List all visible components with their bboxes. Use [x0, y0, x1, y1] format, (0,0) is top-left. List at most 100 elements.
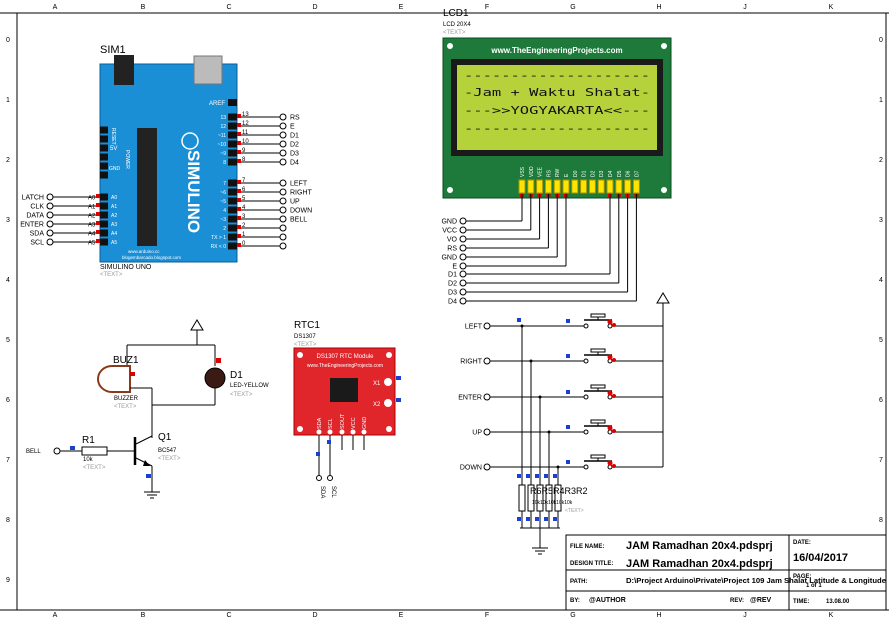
time-value: 13.08.00 — [826, 599, 850, 605]
aref-label: AREF — [209, 101, 225, 107]
net-label: E — [452, 264, 457, 271]
path-label: PATH: — [570, 579, 587, 585]
rev-label: REV: — [730, 598, 744, 604]
digital-pin — [228, 179, 237, 187]
power-label: POWER — [124, 150, 130, 169]
buzzer-icon[interactable] — [97, 365, 131, 393]
net-terminal — [483, 322, 491, 330]
r1-value: 10k — [83, 457, 94, 463]
arduino-chip — [137, 128, 157, 246]
pin-number: 12 — [242, 121, 249, 127]
button-net-label: UP — [472, 430, 482, 437]
net-terminal — [279, 206, 287, 214]
net-label: D2 — [290, 142, 299, 149]
analog-pin — [100, 202, 108, 210]
analog-pin — [100, 220, 108, 228]
time-label: TIME: — [793, 599, 809, 605]
net-terminal — [279, 131, 287, 139]
reset-label: RESET — [110, 128, 116, 145]
rtc-module[interactable]: RTC1 DS1307 <TEXT> DS1307 RTC Module www… — [293, 320, 401, 498]
lcd-pin-label: D6 — [626, 170, 632, 177]
pulldown-resistors — [517, 318, 562, 528]
digital-pin — [228, 131, 237, 139]
column-label: K — [829, 612, 834, 619]
arduino-board[interactable]: SIM1 SIMULINO AREF RESET 5V GND POWER ww… — [99, 44, 238, 278]
digital-pin — [228, 188, 237, 196]
pulldown-text: <TEXT> — [565, 508, 584, 514]
analog-pin-number: A5 — [88, 241, 96, 247]
buzzer-ref: BUZ1 — [113, 355, 139, 366]
lcd-pin — [588, 179, 596, 194]
arduino-footer1: www.arduino.cc — [128, 249, 160, 254]
button-net-label: ENTER — [458, 395, 482, 402]
lcd-pin — [553, 179, 561, 194]
rtc-pin-label: GND — [362, 417, 368, 429]
rtc-model: DS1307 — [294, 334, 316, 340]
power-pin — [100, 144, 108, 152]
arduino-footer2: blogembarcado.blogspot.com — [122, 255, 181, 260]
lcd-pin-label: VSS — [520, 166, 526, 177]
led-model: LED-YELLOW — [230, 383, 269, 389]
net-terminal — [459, 297, 467, 305]
lcd-pin — [518, 179, 526, 194]
arduino-name: SIMULINO UNO — [100, 264, 152, 271]
rtc-x2: X2 — [373, 402, 381, 408]
rtc-x1: X1 — [373, 381, 381, 387]
net-terminal — [459, 279, 467, 287]
analog-pin-label: A1 — [111, 204, 117, 210]
by-value: @AUTHOR — [589, 597, 626, 604]
q1-text: <TEXT> — [158, 456, 181, 462]
lcd-pin-label: D5 — [617, 170, 623, 177]
lcd-pin — [597, 179, 605, 194]
resistor-r1-icon[interactable] — [81, 446, 108, 456]
digital-pin — [228, 149, 237, 157]
pin-number: 3 — [242, 214, 246, 220]
column-label: E — [399, 4, 404, 11]
pulldown-resistor-icon[interactable] — [518, 484, 526, 512]
pin-number: 4 — [242, 205, 246, 211]
digital-pin-label: ~10 — [218, 142, 227, 148]
lcd-module[interactable]: LCD1 LCD 20X4 <TEXT> www.TheEngineeringP… — [442, 8, 672, 199]
row-label: 0 — [879, 37, 883, 44]
arduino-body — [99, 63, 238, 263]
net-label: D4 — [290, 160, 299, 167]
by-label: BY: — [570, 598, 580, 604]
rtc-pin-label: VCC — [351, 417, 357, 429]
analog-pin-number: A2 — [88, 214, 96, 220]
pin-number: 9 — [242, 148, 246, 154]
net-label: DATA — [26, 213, 44, 220]
net-label: SCL — [330, 486, 336, 498]
r1-ref: R1 — [82, 435, 95, 446]
page-label: PAGE: — [793, 574, 812, 580]
row-label: 4 — [6, 277, 10, 284]
net-terminal — [279, 122, 287, 130]
lcd-pin-label: D7 — [634, 170, 640, 177]
led-icon[interactable] — [204, 367, 226, 389]
net-terminal — [279, 149, 287, 157]
row-label: 9 — [6, 577, 10, 584]
digital-pin — [228, 197, 237, 205]
bell-net-label: BELL — [26, 449, 41, 455]
5v-label: 5V — [110, 146, 117, 152]
digital-pin-label: ~11 — [218, 133, 226, 139]
digital-pin-label: ~3 — [220, 217, 226, 223]
net-terminal — [459, 226, 467, 234]
arduino-logo — [181, 132, 199, 150]
rtc-pin-label: SOUT — [340, 413, 346, 429]
pin-number: 1 — [242, 232, 246, 238]
page-value: 1 of 1 — [806, 583, 822, 589]
analog-pin-number: A3 — [88, 223, 96, 229]
lcd-pin-label: RS — [546, 169, 552, 177]
rtc-pin-label: SCL — [328, 418, 334, 429]
net-label: SCL — [30, 240, 44, 247]
net-terminal — [46, 229, 54, 237]
net-label: ENTER — [20, 222, 44, 229]
digital-pin-label: ~6 — [220, 190, 226, 196]
